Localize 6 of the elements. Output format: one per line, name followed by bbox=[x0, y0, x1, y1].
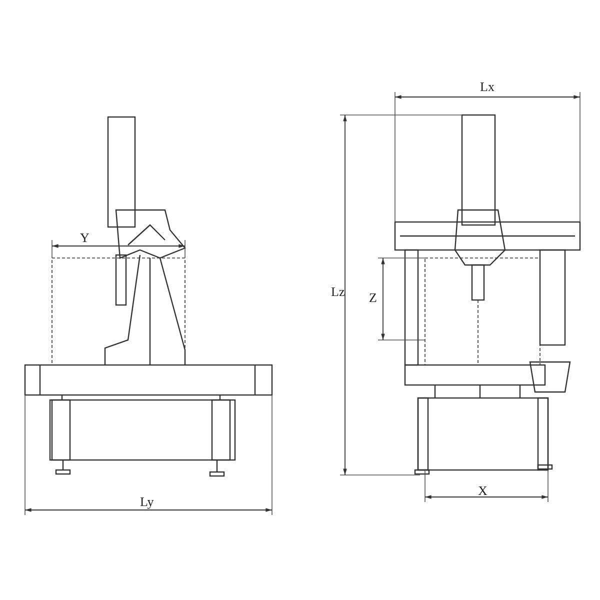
dimension-label: Y bbox=[80, 231, 90, 245]
dimension-label: Lx bbox=[480, 80, 494, 94]
dimension-label: Ly bbox=[140, 495, 154, 509]
dimension-label: Lz bbox=[331, 285, 345, 299]
dimension-label: Z bbox=[369, 291, 377, 305]
dimension-label: X bbox=[478, 484, 488, 498]
